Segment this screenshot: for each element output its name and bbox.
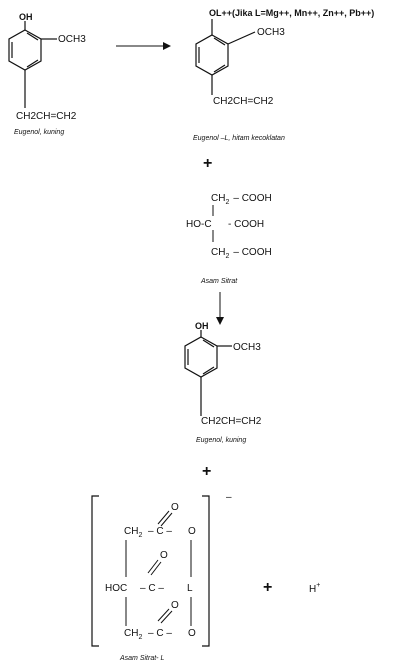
c-label: – C – [148, 526, 172, 537]
double-bond [160, 610, 173, 624]
benzene-ring [195, 34, 229, 76]
benzene-ring [8, 29, 42, 71]
double-bond [147, 559, 159, 574]
chain-label: CH2CH=CH2 [213, 96, 274, 107]
aromatic-bond [213, 64, 226, 73]
och3-label: OCH3 [257, 27, 285, 38]
proton-label: H+ [309, 582, 320, 595]
eugenol-caption: Eugenol, kuning [196, 437, 246, 444]
eugenol-l-product: OL++(Jika L=Mg++, Mn++, Zn++, Pb++) OCH3… [193, 8, 374, 142]
ol-metal-label: OL++(Jika L=Mg++, Mn++, Zn++, Pb++) [209, 8, 374, 18]
aromatic-bond [202, 339, 215, 348]
eugenol-reactant: OH OCH3 CH2CH=CH2 Eugenol, kuning [8, 12, 86, 136]
aromatic-bond [26, 59, 39, 68]
ch2-label: CH2 [124, 628, 142, 641]
aromatic-bond [213, 37, 226, 46]
o-label: O [188, 628, 196, 639]
double-bond [157, 608, 170, 622]
bond-och3 [227, 31, 256, 45]
eugenol-l-caption: Eugenol –L, hitam kecoklatan [193, 135, 285, 142]
ch2-label: CH2– COOH [211, 193, 272, 206]
c-label: – C – [140, 583, 164, 594]
hoc-label: HOC [105, 583, 127, 594]
ch2-label: CH2– COOH [211, 247, 272, 260]
plus-sign-1: + [203, 155, 212, 172]
oh-label: OH [19, 12, 33, 22]
chain-label: CH2CH=CH2 [16, 111, 77, 122]
och3-label: OCH3 [233, 342, 261, 353]
l-label: L [187, 583, 193, 594]
aromatic-bond [202, 366, 215, 375]
plus-sign-3: + [263, 579, 272, 596]
och3-label: OCH3 [58, 34, 86, 45]
oh-label: OH [195, 321, 209, 331]
citric-acid-caption: Asam Sitrat [200, 278, 238, 285]
double-bond [157, 510, 170, 525]
chain-label: CH2CH=CH2 [201, 416, 262, 427]
bracket-left [91, 495, 99, 647]
plus-sign-2: + [202, 463, 211, 480]
double-bond [160, 512, 173, 527]
cooh-label: - COOH [228, 219, 264, 230]
c-label: – C – [148, 628, 172, 639]
aromatic-bond [26, 32, 39, 41]
o-label: O [171, 600, 179, 611]
bracket-right [202, 495, 210, 647]
double-bond [150, 561, 162, 576]
ch2-label: CH2 [124, 526, 142, 539]
complex-caption: Asam Sitrat- L [119, 655, 164, 662]
o-label: O [160, 550, 168, 561]
citrate-l-complex: – O O O CH2 – C – O HOC – C – L CH2 – C … [91, 492, 232, 662]
o-label: O [171, 502, 179, 513]
hoc-label: HO-C [186, 219, 212, 230]
o-label: O [188, 526, 196, 537]
citric-acid: CH2– COOH HO-C - COOH CH2– COOH Asam Sit… [186, 193, 272, 285]
benzene-ring [184, 336, 218, 378]
eugenol-caption: Eugenol, kuning [14, 129, 64, 136]
charge-label: – [226, 492, 232, 503]
eugenol-product: OH OCH3 CH2CH=CH2 Eugenol, kuning [184, 321, 262, 444]
